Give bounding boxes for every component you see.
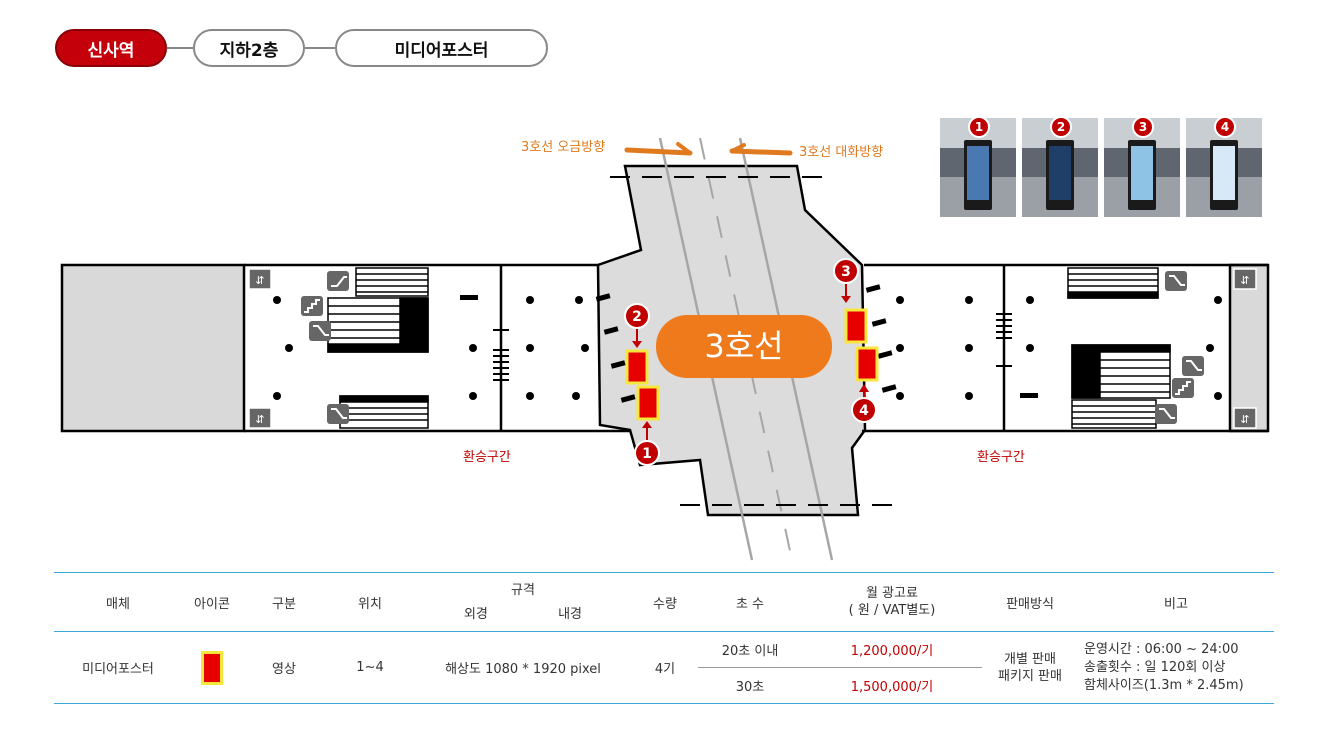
photo-marker-2: 2 (1050, 118, 1072, 138)
photo-thumbnail-1[interactable]: 1 (940, 118, 1016, 217)
elevator-icon: ⇵ (1233, 407, 1257, 429)
header-fee-line2: ( 원 / VAT별도) (848, 603, 936, 618)
photo-marker-1: 1 (968, 118, 990, 138)
header-seconds: 초 수 (735, 596, 765, 612)
escalator-icon (309, 321, 331, 341)
columns (273, 284, 1222, 403)
row-sales: 개별 판매 패키지 판매 (982, 632, 1078, 704)
marker-1[interactable]: 1 (634, 421, 660, 466)
row-sales-individual: 개별 판매 (1004, 651, 1056, 667)
line3-badge (656, 315, 832, 378)
direction-label-ogeum: 3호선 오금방향 (521, 140, 606, 155)
svg-text:4: 4 (859, 403, 869, 419)
header-qty: 수량 (653, 596, 677, 612)
row-type: 영상 (272, 662, 296, 677)
row-sales-package: 패키지 판매 (998, 668, 1062, 684)
svg-text:⇵: ⇵ (255, 413, 264, 426)
row-qty: 4기 (654, 662, 676, 677)
marker-3[interactable]: 3 (833, 258, 859, 303)
row-media: 미디어포스터 (82, 662, 154, 677)
elevator-icon: ⇵ (248, 268, 272, 290)
stairs-icon (301, 296, 323, 316)
remark-frequency: 송출횟수 : 일 120회 이상 (1084, 659, 1226, 675)
header-spec-outer: 외경 (463, 607, 488, 622)
media-spec-table: 매체 아이콘 구분 위치 규격 수량 초 수 월 광고료 ( 원 / VAT별도… (54, 572, 1274, 704)
escalator-icon (1182, 356, 1204, 376)
remark-hours: 운영시간 : 06:00 ~ 24:00 (1084, 641, 1239, 657)
header-media: 매체 (106, 596, 130, 612)
header-spec-sub: 외경 내경 (414, 603, 632, 632)
poster-legend-icon (182, 632, 242, 704)
photo-thumbnail-4[interactable]: 4 (1186, 118, 1262, 217)
header-location: 위치 (358, 596, 382, 612)
breadcrumb-station[interactable]: 신사역 (55, 29, 167, 67)
header-remarks: 비고 (1164, 596, 1188, 612)
row-seconds-2: 30초 (698, 667, 802, 704)
breadcrumb-connector (167, 47, 193, 49)
escalator-icon (1155, 404, 1177, 424)
marker-4[interactable]: 4 (851, 384, 877, 423)
photo-marker-4: 4 (1214, 118, 1236, 138)
svg-text:⇵: ⇵ (1240, 413, 1249, 426)
floor-plan: ⇵ ⇵ ⇵ ⇵ 3호선 (60, 137, 1270, 561)
media-poster-3[interactable] (844, 308, 868, 344)
transfer-label-right: 환승구간 (977, 450, 1025, 465)
media-poster-1[interactable] (636, 385, 660, 421)
transfer-label-left: 환승구간 (463, 450, 511, 465)
svg-text:⇵: ⇵ (255, 274, 264, 287)
header-fee-line1: 월 광고료 (866, 586, 918, 601)
stairs-icon (1172, 378, 1194, 398)
photo-marker-3: 3 (1132, 118, 1154, 138)
row-spec: 해상도 1080 * 1920 pixel (445, 662, 601, 677)
escalator-icon (327, 271, 349, 291)
header-type: 구분 (272, 596, 296, 612)
header-spec: 규격 (511, 582, 535, 598)
marker-2[interactable]: 2 (624, 303, 650, 348)
row-location: 1~4 (356, 660, 384, 675)
elevator-icon: ⇵ (1233, 268, 1257, 290)
media-poster-2[interactable] (625, 349, 649, 385)
escalator-icon (327, 404, 349, 424)
breadcrumb-floor[interactable]: 지하2층 (193, 29, 305, 67)
elevator-icon: ⇵ (248, 407, 272, 429)
row-fee-2: 1,500,000/기 (802, 667, 982, 704)
remark-size: 함체사이즈(1.3m * 2.45m) (1084, 677, 1244, 693)
svg-text:2: 2 (632, 309, 642, 325)
header-spec-inner: 내경 (558, 607, 583, 622)
header-icon: 아이콘 (194, 596, 230, 612)
media-poster-4[interactable] (855, 346, 879, 382)
fare-gate (493, 329, 509, 381)
row-remarks: 운영시간 : 06:00 ~ 24:00 송출횟수 : 일 120회 이상 함체… (1078, 632, 1274, 704)
left-stairs (327, 267, 429, 429)
header-sales: 판매방식 (1006, 596, 1054, 612)
row-fee-1: 1,200,000/기 (850, 644, 934, 659)
fare-gate (996, 313, 1012, 367)
left-concourse (60, 263, 630, 433)
breadcrumb-connector (305, 47, 335, 49)
header-fee: 월 광고료 ( 원 / VAT별도) (802, 573, 982, 632)
direction-label-daehwa: 3호선 대화방향 (799, 145, 884, 160)
photo-thumbnail-3[interactable]: 3 (1104, 118, 1180, 217)
svg-text:⇵: ⇵ (1240, 274, 1249, 287)
photo-thumbnail-2[interactable]: 2 (1022, 118, 1098, 217)
right-stairs (1067, 267, 1171, 429)
svg-text:3: 3 (841, 264, 851, 280)
escalator-icon (1165, 271, 1187, 291)
breadcrumb-media[interactable]: 미디어포스터 (335, 29, 548, 67)
row-seconds-1: 20초 이내 (721, 644, 779, 659)
line3-label: 3호선 (704, 327, 783, 365)
svg-text:1: 1 (642, 446, 652, 462)
